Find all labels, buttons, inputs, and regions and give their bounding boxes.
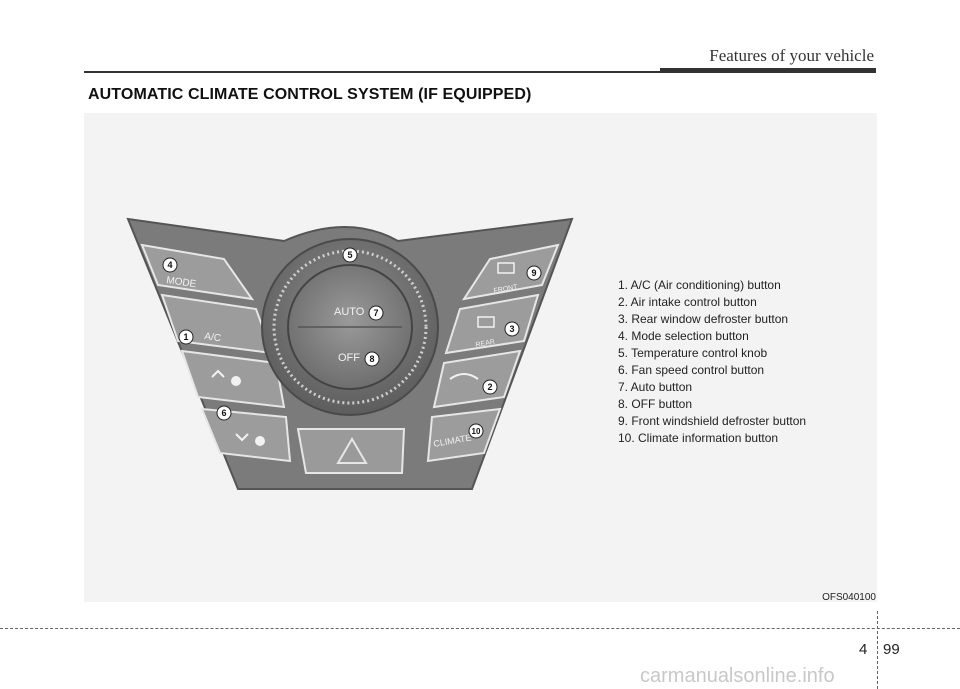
front-label: FRONT	[493, 284, 519, 295]
legend-item: 8. OFF button	[618, 397, 693, 411]
recirculation-icon	[449, 373, 479, 380]
callout-8-circle	[364, 351, 380, 367]
section-title: AUTOMATIC CLIMATE CONTROL SYSTEM (IF EQU…	[88, 86, 532, 103]
mode-label: MODE	[166, 275, 198, 290]
callout-2-circle	[482, 379, 498, 395]
callout-9: 9	[531, 268, 536, 278]
callout-7: 7	[373, 308, 378, 318]
running-header: Features of your vehicle	[709, 46, 874, 65]
hazard-button	[296, 428, 406, 474]
page-number: 99	[883, 641, 900, 658]
front-defrost-button	[461, 243, 560, 301]
legend-item: 1. A/C (Air conditioning) button	[618, 278, 781, 292]
callout-5-circle	[342, 247, 358, 263]
off-label: OFF	[338, 352, 360, 364]
ac-label: A/C	[204, 331, 222, 344]
callout-4-circle	[162, 257, 178, 273]
callout-8: 8	[369, 354, 374, 364]
header-rule	[84, 71, 876, 73]
callout-10-circle	[468, 423, 484, 439]
callout-1-circle	[178, 329, 194, 345]
chevron-down-icon	[235, 433, 249, 442]
legend-item: 5. Temperature control knob	[618, 346, 768, 360]
callout-6: 6	[221, 408, 226, 418]
callout-10: 10	[472, 427, 481, 436]
header-rule-thick	[660, 68, 876, 73]
hazard-triangle-icon	[336, 437, 368, 464]
callout-6-circle	[216, 405, 232, 421]
callout-7-circle	[368, 305, 384, 321]
right-button-stack	[426, 243, 560, 463]
legend-item: 2. Air intake control button	[618, 295, 757, 309]
callout-4: 4	[167, 260, 172, 270]
legend-item: 6. Fan speed control button	[618, 363, 765, 377]
left-button-stack	[140, 243, 292, 463]
callout-1: 1	[183, 332, 188, 342]
callout-3: 3	[509, 324, 514, 334]
climate-info-button	[426, 407, 502, 463]
fan-icon-small	[255, 436, 265, 446]
climate-panel-illustration: MODE A/C AUTO OFF FRONT REAR CLIMATE 1 2…	[126, 217, 574, 490]
callout-9-circle	[526, 265, 542, 281]
legend-item: 9. Front windshield defroster button	[618, 414, 807, 428]
auto-label: AUTO	[334, 306, 365, 318]
legend-item: 4. Mode selection button	[618, 329, 749, 343]
rear-defrost-button	[444, 293, 540, 355]
footer-rule	[0, 628, 960, 629]
figure-code: OFS040100	[822, 592, 876, 603]
watermark-text: carmanualsonline.info	[640, 665, 835, 687]
fan-icon	[231, 376, 241, 386]
rear-label: REAR	[475, 339, 495, 349]
climate-control-figure: MODE A/C AUTO OFF FRONT REAR CLIMATE 1 2…	[84, 113, 877, 602]
legend-item: 10. Climate information button	[618, 431, 779, 445]
front-defrost-icon	[497, 262, 515, 274]
callout-3-circle	[504, 321, 520, 337]
page-divider	[877, 611, 878, 689]
chapter-number: 4	[859, 641, 868, 658]
rear-defrost-icon	[477, 316, 495, 328]
legend-item: 3. Rear window defroster button	[618, 312, 789, 326]
legend-list: 1. A/C (Air conditioning) button 2. Air …	[618, 277, 806, 447]
legend-item: 7. Auto button	[618, 380, 693, 394]
callout-5: 5	[347, 250, 352, 260]
dial-knurling	[272, 249, 428, 405]
callout-2: 2	[487, 382, 492, 392]
chevron-up-icon	[211, 369, 225, 378]
